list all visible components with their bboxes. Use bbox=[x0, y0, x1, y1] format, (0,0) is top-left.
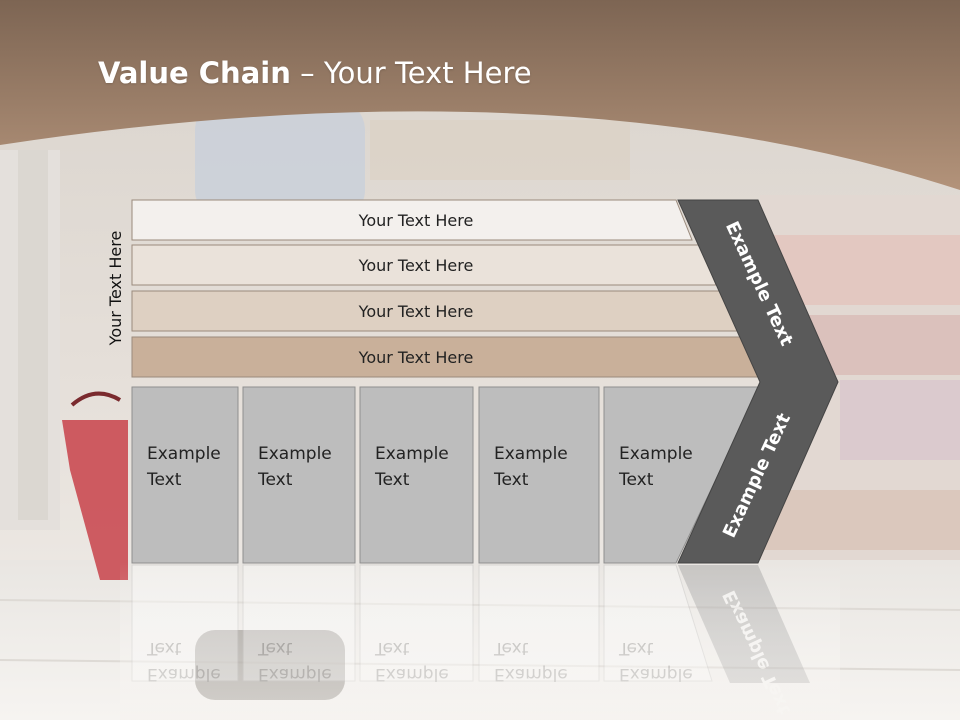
column-line2-5: Text bbox=[618, 470, 654, 490]
column-line2-2: Text bbox=[257, 470, 293, 490]
title-separator: – bbox=[290, 56, 324, 90]
column-line2-3: Text bbox=[374, 470, 410, 490]
column-box-2 bbox=[242, 386, 356, 564]
row-label-4: Your Text Here bbox=[358, 348, 474, 367]
column-line1-1: Example bbox=[147, 444, 221, 464]
row-label-1: Your Text Here bbox=[358, 211, 474, 230]
column-box-3 bbox=[359, 386, 474, 564]
column-line1-4: Example bbox=[494, 444, 568, 464]
column-box-4 bbox=[478, 386, 600, 564]
column-line2-4: Text bbox=[493, 470, 529, 490]
row-label-3: Your Text Here bbox=[358, 302, 474, 321]
column-line1-5: Example bbox=[619, 444, 693, 464]
title-rest: Your Text Here bbox=[323, 56, 532, 90]
column-line2-1: Text bbox=[146, 470, 182, 490]
header-band bbox=[0, 0, 960, 190]
row-label-2: Your Text Here bbox=[358, 256, 474, 275]
column-line1-2: Example bbox=[258, 444, 332, 464]
row-band-1 bbox=[131, 199, 693, 241]
title-bold: Value Chain bbox=[98, 56, 291, 90]
column-line1-3: Example bbox=[375, 444, 449, 464]
page-title: Value Chain – Your Text Here bbox=[98, 56, 532, 90]
side-label: Your Text Here bbox=[106, 231, 125, 347]
